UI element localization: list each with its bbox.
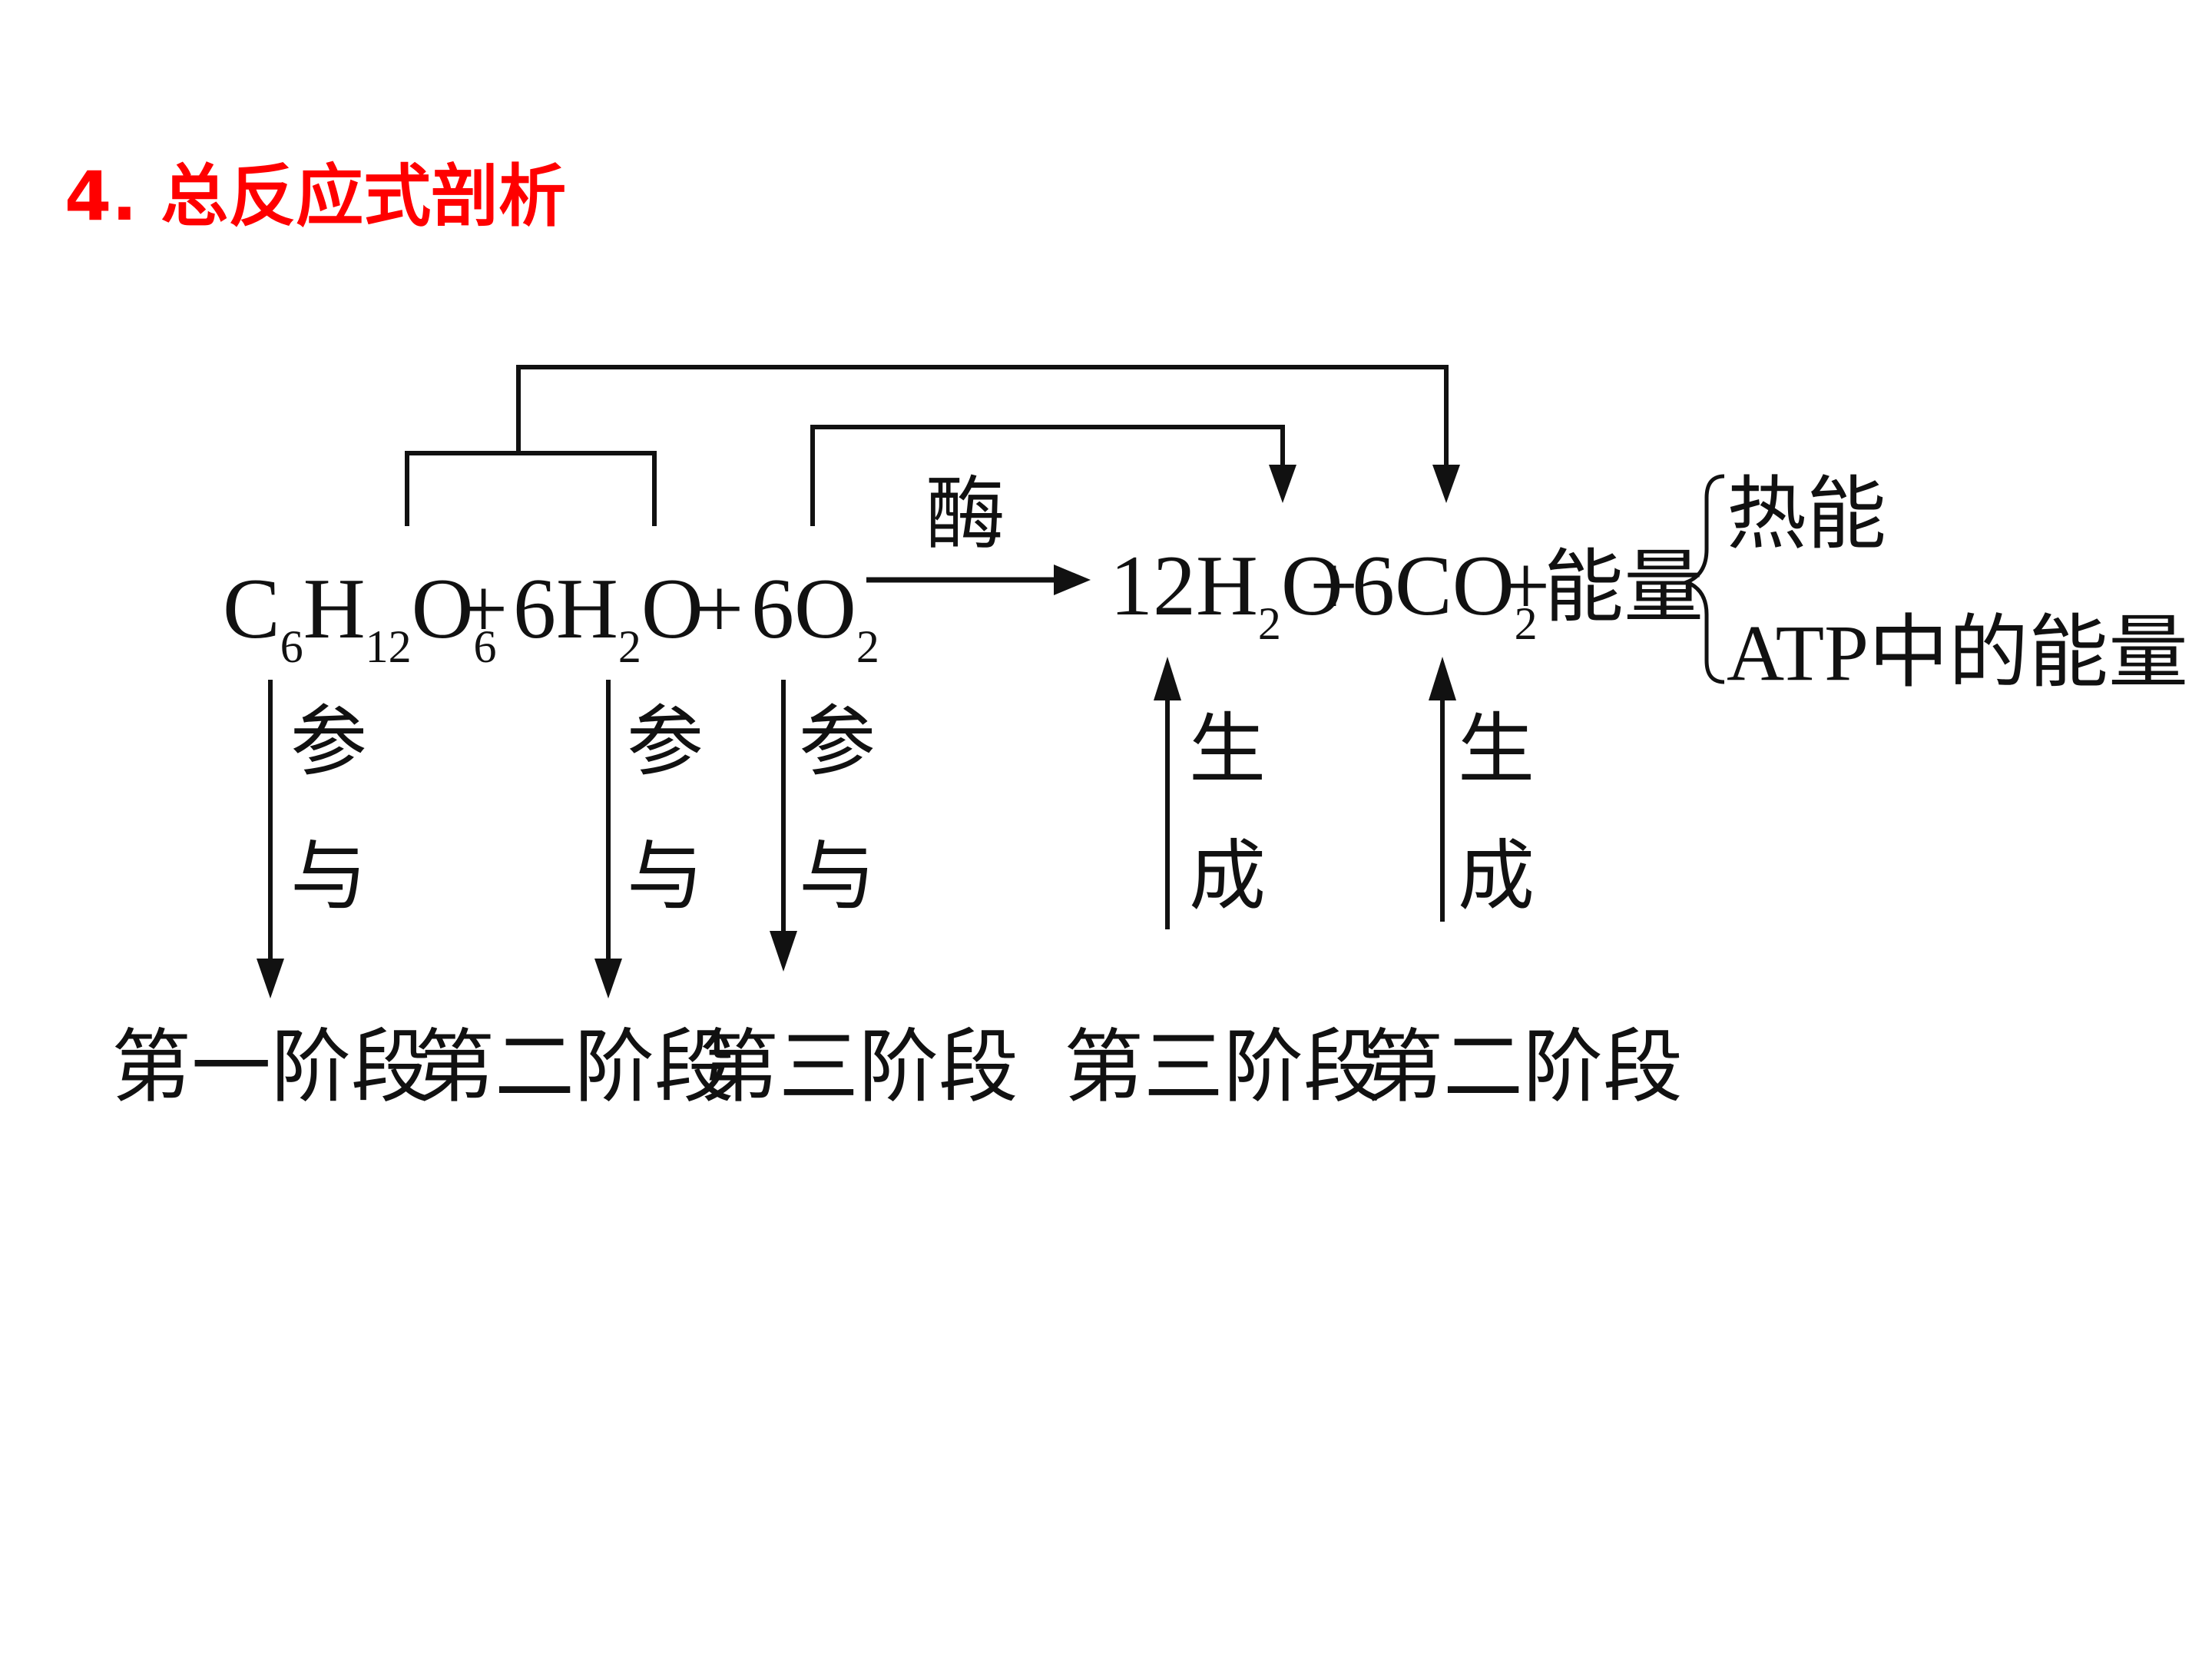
svg-text:生: 生: [1189, 707, 1266, 793]
svg-text:成: 成: [1458, 834, 1535, 919]
water-reactant-formula: 6H2O: [513, 561, 704, 672]
reaction-arrowhead: [1054, 565, 1091, 595]
water-product-formula: 12H2O: [1110, 538, 1343, 649]
plus-sign: +: [1310, 538, 1358, 634]
stage-label-2: 第二阶段: [415, 1024, 734, 1112]
svg-text:生: 生: [1458, 707, 1535, 793]
outer-bracket-glucose-water-to-co2: [405, 365, 1449, 526]
svg-text:参: 参: [799, 700, 876, 785]
plus-sign: +: [1502, 538, 1550, 634]
plus-sign: +: [459, 561, 508, 657]
stage-label-4: 第三阶段: [1064, 1024, 1383, 1112]
energy-label: 能量: [1544, 544, 1704, 632]
svg-text:与: 与: [799, 834, 876, 919]
svg-text:参: 参: [627, 700, 704, 785]
slide-title: 4. 总反应式剖析: [65, 157, 567, 236]
svg-text:参: 参: [290, 700, 367, 785]
participate-arrow-1: 参 与: [257, 680, 367, 998]
participate-arrow-2: 参 与: [594, 680, 704, 998]
enzyme-label: 酶: [926, 471, 1005, 559]
svg-text:与: 与: [290, 834, 367, 919]
stage-label-1: 第一阶段: [111, 1024, 431, 1112]
stage-label-5: 第二阶段: [1363, 1024, 1683, 1112]
heat-energy-label: 热能: [1727, 471, 1886, 559]
generate-arrow-1: 生 成: [1154, 657, 1266, 929]
curly-brace: [1681, 474, 1725, 684]
plus-sign: +: [695, 561, 743, 657]
outer-bracket-arrowhead: [1432, 465, 1460, 503]
inner-bracket-oxygen-to-water: [810, 425, 1285, 526]
glucose-formula: C6H12O6: [223, 561, 496, 672]
svg-text:与: 与: [627, 834, 704, 919]
inner-bracket-arrowhead: [1269, 465, 1296, 503]
svg-text:成: 成: [1189, 834, 1266, 919]
stage-label-3: 第三阶段: [699, 1024, 1018, 1112]
generate-arrow-2: 生 成: [1429, 657, 1535, 922]
oxygen-formula: 6O2: [751, 561, 879, 672]
co2-formula: 6CO2: [1352, 538, 1538, 649]
participate-arrow-3: 参 与: [770, 680, 876, 972]
atp-energy-label: ATP中的能量: [1727, 609, 2188, 697]
